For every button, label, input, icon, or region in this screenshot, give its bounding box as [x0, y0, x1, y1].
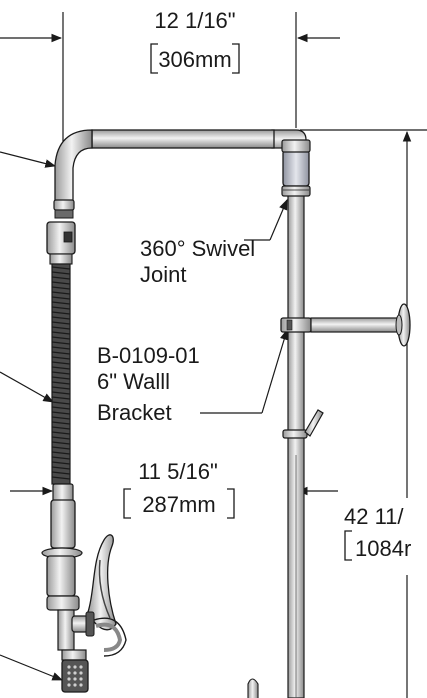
bracket-collar: [280, 317, 312, 333]
leader-top-left: [0, 151, 57, 168]
spray-hole: [67, 671, 71, 675]
spray-hole: [67, 683, 71, 687]
mid-width-in-label: 11 5/16": [138, 459, 218, 484]
mid-mm-bracket-right: [227, 488, 235, 519]
spray-hole: [79, 671, 83, 675]
height-in-label: 42 11/: [344, 504, 404, 529]
hose-ring: [51, 336, 71, 340]
bracket-leader-arrow: [261, 328, 289, 414]
spray-hole: [79, 665, 83, 669]
hose-ring: [51, 291, 71, 295]
hose-ring: [51, 346, 71, 350]
hose-ring: [51, 286, 71, 290]
hook-arm: [304, 409, 324, 437]
bracket-label-line3: Bracket: [97, 400, 172, 425]
hose-ring: [51, 341, 71, 345]
hose-ring: [51, 381, 71, 385]
hose-ring: [51, 361, 71, 365]
hose-ring: [51, 371, 71, 375]
bracket-arm: [310, 317, 400, 333]
top-width-in-label: 12 1/16": [154, 8, 235, 33]
bracket-label-line1: B-0109-01: [97, 343, 200, 368]
spray-hole: [73, 665, 77, 669]
dimension-lines: [0, 12, 427, 698]
leader-mid-left: [0, 371, 54, 403]
swivel-label-line1: 360° Swivel: [140, 236, 255, 261]
hose-ring: [51, 356, 71, 360]
spray-head-holes: [67, 665, 83, 687]
spray-hole: [73, 683, 77, 687]
hose-ring: [51, 401, 71, 405]
hose-ring: [51, 451, 71, 455]
spray-valve-grip: [46, 555, 76, 597]
hose-ring: [51, 321, 71, 325]
hose-ring: [51, 301, 71, 305]
hose-ring: [51, 306, 71, 310]
hose-lower-fitting: [52, 483, 74, 503]
spray-head: [61, 659, 89, 693]
hose-ring: [51, 396, 71, 400]
hose-ring: [51, 411, 71, 415]
hose-ring: [51, 311, 71, 315]
bottom-partial-fitting: [247, 678, 259, 698]
spray-hole: [79, 683, 83, 687]
hose-ring: [51, 316, 71, 320]
mm-brackets: [123, 43, 352, 561]
leader-bottom-left: [0, 654, 64, 681]
hose-rings: [51, 266, 71, 480]
hose-ring: [51, 406, 71, 410]
hose-ring: [51, 466, 71, 470]
mid-mm-bracket-left: [123, 488, 131, 519]
hose-ring: [51, 436, 71, 440]
hose-ring: [51, 441, 71, 445]
hose-ring: [51, 271, 71, 275]
hose-ring: [51, 326, 71, 330]
hose-ring: [51, 426, 71, 430]
hose-ring: [51, 461, 71, 465]
mid-width-mm-label: 287mm: [142, 492, 215, 517]
swivel-label-line2: Joint: [140, 262, 186, 287]
hook-collar: [282, 429, 308, 439]
spray-hole: [73, 677, 77, 681]
hose-ring: [51, 386, 71, 390]
spray-hole: [67, 677, 71, 681]
hose-ring: [51, 366, 71, 370]
hose-ring: [51, 431, 71, 435]
bracket-label-line2: 6" Walll: [97, 369, 170, 394]
hose-ring: [51, 276, 71, 280]
hose-ring: [51, 376, 71, 380]
hose-ring: [51, 446, 71, 450]
hose-ring: [51, 456, 71, 460]
arm-elbow: [54, 129, 93, 206]
spray-hole: [67, 665, 71, 669]
hose-ring: [51, 421, 71, 425]
hose-ring: [51, 331, 71, 335]
hose-ring: [51, 281, 71, 285]
swing-arm: [53, 129, 275, 219]
horizontal-arm-pipe: [91, 129, 275, 149]
hose-ring: [51, 416, 71, 420]
swivel-joint-nut: [281, 185, 311, 197]
height-mm-bracket-left: [344, 530, 352, 561]
top-mm-bracket-right: [232, 43, 240, 74]
squeeze-lever: [87, 534, 117, 631]
swivel-joint-body: [282, 149, 310, 187]
hose-ring: [51, 296, 71, 300]
spray-hole: [73, 671, 77, 675]
hose-assembly: [41, 221, 127, 693]
spray-valve-body: [50, 499, 76, 549]
hose-ring: [51, 351, 71, 355]
swivel-leader-arrow: [269, 199, 288, 241]
hose-ring: [51, 471, 71, 475]
riser-assembly: [271, 129, 411, 698]
hose-ring: [51, 391, 71, 395]
hose-ring: [51, 266, 71, 270]
hose-ring: [51, 476, 71, 480]
top-mm-bracket-left: [150, 43, 158, 74]
height-mm-label: 1084r: [355, 536, 411, 561]
spray-hole: [79, 677, 83, 681]
top-width-mm-label: 306mm: [158, 47, 231, 72]
